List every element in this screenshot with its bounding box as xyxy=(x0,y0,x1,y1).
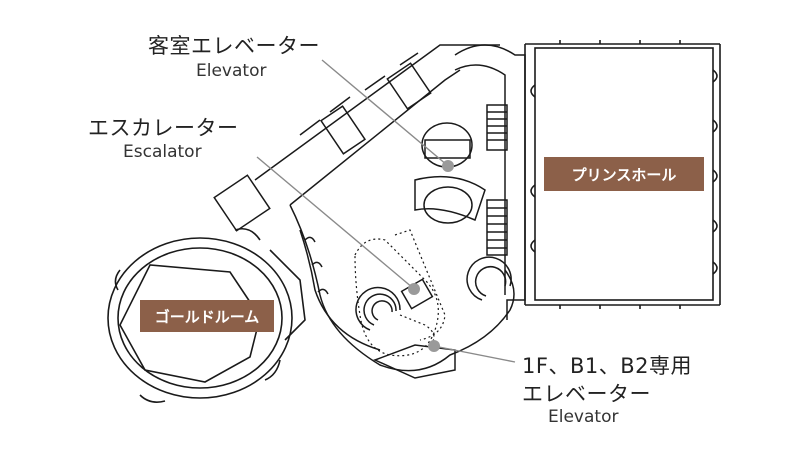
basement-elevator-label-line1: 1F、B1、B2専用 xyxy=(522,354,692,378)
basement-elevator-label-en: Elevator xyxy=(548,407,619,427)
gold-room-label[interactable]: ゴールドルーム xyxy=(140,300,274,332)
basement-elevator-label-line2: エレベーター xyxy=(522,382,651,406)
guest-elevator-label-en: Elevator xyxy=(196,61,267,81)
prince-hall-label[interactable]: プリンスホール xyxy=(544,157,704,191)
basement-elevator-marker xyxy=(428,340,440,352)
foyer-outline xyxy=(213,44,526,379)
escalator-label-en: Escalator xyxy=(123,142,202,162)
gold-room-outline xyxy=(107,227,306,403)
escalator-label: エスカレーター xyxy=(88,116,239,140)
escalator-dotted-path xyxy=(354,229,446,357)
guest-elevator-label: 客室エレベーター xyxy=(148,34,320,58)
leader-lines xyxy=(256,59,516,363)
escalator-marker xyxy=(408,283,420,295)
guest-elevator-marker xyxy=(442,160,454,172)
